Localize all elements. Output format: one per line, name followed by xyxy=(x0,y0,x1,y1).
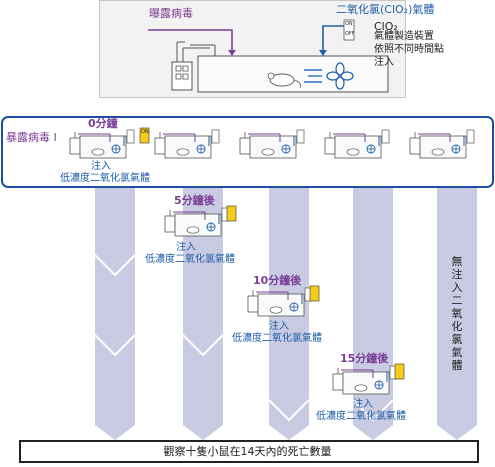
on-badge-text: ON xyxy=(141,129,149,135)
stage-gas-5min: 低濃度二氧化氯氣體 xyxy=(145,254,235,265)
cage-2 xyxy=(154,129,220,159)
virus-generator xyxy=(171,61,193,91)
device-name-line2: 氣體製造裝置 xyxy=(374,31,434,42)
stage-inject-5min: 注入 xyxy=(176,242,196,253)
cage-5 xyxy=(409,129,475,159)
cage-1 xyxy=(69,129,135,159)
switch-off-label: OFF xyxy=(345,31,355,37)
cage-3 xyxy=(239,129,305,159)
column-arrow-1 xyxy=(95,188,135,440)
fan-icon xyxy=(326,62,354,90)
column-arrow-5 xyxy=(437,188,477,440)
gas-label-t0: 低濃度二氧化氯氣體 xyxy=(60,173,150,184)
device-name-line1: ClO₂ xyxy=(374,20,398,33)
stage-inject-10min: 注入 xyxy=(269,321,289,332)
stage-inject-15min: 注入 xyxy=(353,399,373,410)
on-badge-10min xyxy=(309,285,320,302)
arrow-chevrons xyxy=(94,254,394,422)
stage-time-15min: 15分鐘後 xyxy=(340,352,389,365)
observation-panel xyxy=(19,440,479,463)
exposure-chamber xyxy=(197,55,389,93)
switch-on-label: ON xyxy=(345,21,353,27)
note-line2: 注入 xyxy=(374,57,394,68)
stage-gas-10min: 低濃度二氧化氯氣體 xyxy=(232,333,322,344)
observation-label: 觀察十隻小鼠在14天內的死亡數量 xyxy=(163,445,332,458)
on-badge-15min xyxy=(394,363,405,380)
stage-cage-5min xyxy=(164,207,230,237)
on-badge-t0 xyxy=(139,127,150,144)
exposure-label: 曝露病毒 xyxy=(149,7,193,20)
stage-time-10min: 10分鐘後 xyxy=(253,274,302,287)
gas-label: 二氧化氯(ClO₂)氣體 xyxy=(336,3,435,16)
time-0-label: 0分鐘 xyxy=(88,117,118,130)
no-injection-label: 無注入二氧化氯氣體 xyxy=(451,255,463,372)
virus-exposure-label: 暴露病毒 I xyxy=(6,131,57,144)
column-arrow-2 xyxy=(183,188,223,440)
virus-flow-line xyxy=(148,29,233,52)
inject-label-t0: 注入 xyxy=(91,161,111,172)
stage-cage-15min xyxy=(332,365,398,395)
stage-cage-10min xyxy=(247,287,313,317)
gas-switch xyxy=(343,19,355,41)
stage-gas-15min: 低濃度二氧化氯氣體 xyxy=(316,411,406,422)
stage-time-5min: 5分鐘後 xyxy=(174,194,215,207)
mouse-icon xyxy=(267,72,301,89)
gas-flow-line xyxy=(322,25,352,52)
cage-4 xyxy=(324,129,390,159)
airflow-lines xyxy=(304,69,322,83)
note-line1: 依照不同時間點 xyxy=(374,44,444,55)
on-badge-5min xyxy=(226,205,237,222)
